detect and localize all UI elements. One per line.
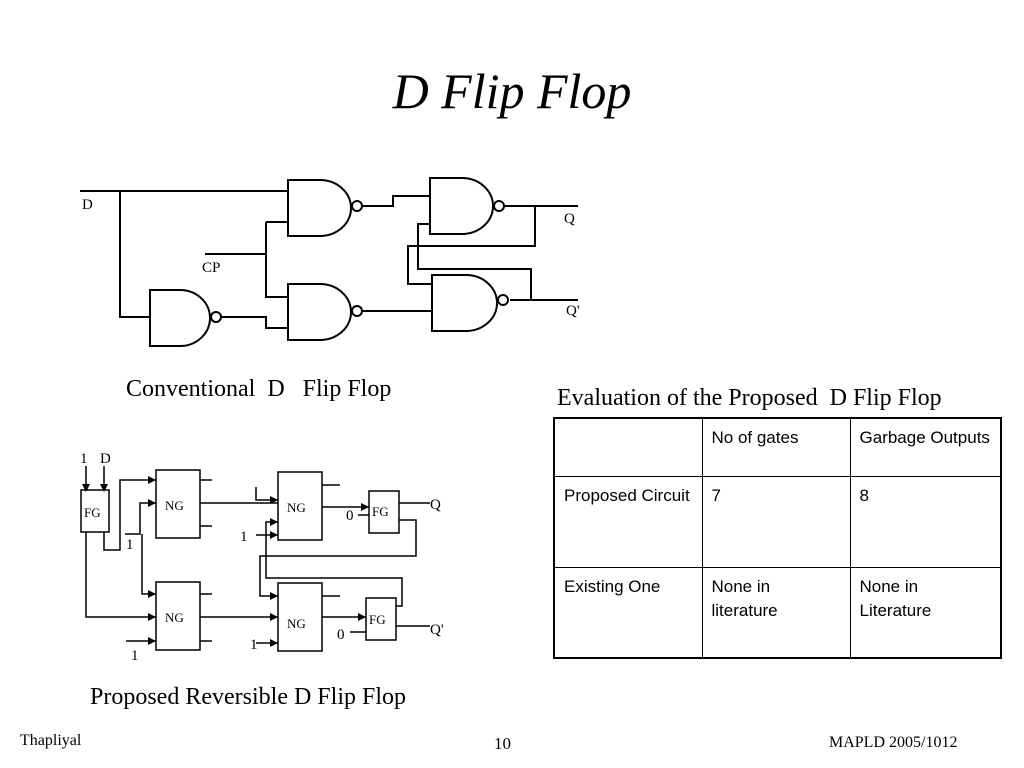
nand-gate-2 bbox=[287, 283, 352, 341]
table-header-cell: No of gates bbox=[701, 417, 851, 477]
label-one-top: 1 bbox=[80, 451, 88, 467]
table-header-row: No of gates Garbage Outputs bbox=[553, 417, 1002, 477]
label-fg-3: FG bbox=[369, 612, 386, 627]
footer-page-number: 10 bbox=[494, 734, 511, 753]
label-q-out: Q bbox=[430, 497, 441, 513]
label-fg-1: FG bbox=[84, 505, 101, 520]
table-header-cell bbox=[553, 417, 703, 477]
label-zero-1: 0 bbox=[346, 508, 354, 524]
wire-q-feedback bbox=[407, 206, 536, 285]
table-cell: Existing One bbox=[553, 566, 703, 659]
label-ng-1: NG bbox=[165, 498, 184, 513]
inverter-bubble-1 bbox=[351, 200, 363, 212]
wire-const-1a bbox=[125, 502, 156, 535]
wire-qbar-feedback bbox=[417, 223, 532, 300]
table-title: Evaluation of the Proposed D Flip Flop bbox=[557, 385, 942, 411]
label-ng-3: NG bbox=[287, 500, 306, 515]
table-cell: 7 bbox=[701, 475, 851, 568]
nand-gate-3 bbox=[149, 289, 211, 347]
wire-q-feedback bbox=[259, 519, 417, 597]
conventional-caption: Conventional D Flip Flop bbox=[126, 376, 392, 402]
wire-nand1-out bbox=[362, 195, 430, 207]
label-qbar-out: Q' bbox=[430, 622, 444, 638]
table-cell: Proposed Circuit bbox=[553, 475, 703, 568]
inverter-bubble-2 bbox=[351, 305, 363, 317]
proposed-caption: Proposed Reversible D Flip Flop bbox=[90, 684, 406, 710]
label-d-top: D bbox=[100, 451, 111, 467]
table-cell: 8 bbox=[849, 475, 1002, 568]
wire-fg-out1 bbox=[85, 532, 156, 618]
ng-gate-3 bbox=[277, 471, 323, 541]
label-d: D bbox=[82, 197, 93, 213]
table-row: Existing One None in literature None in … bbox=[553, 566, 1002, 659]
inverter-bubble-5 bbox=[497, 294, 509, 306]
wire-cp-split bbox=[265, 222, 288, 298]
label-cp: CP bbox=[202, 260, 220, 276]
label-const-1a: 1 bbox=[126, 537, 134, 553]
label-zero-2: 0 bbox=[337, 627, 345, 643]
footer-author: Thapliyal bbox=[20, 732, 82, 749]
label-const-1d: 1 bbox=[250, 637, 258, 653]
label-const-1c: 1 bbox=[240, 529, 248, 545]
slide-title: D Flip Flop bbox=[392, 63, 632, 119]
wire-fg-out2 bbox=[103, 479, 156, 551]
arrow-d-in bbox=[100, 484, 108, 492]
wire-nand3-out bbox=[221, 316, 288, 329]
evaluation-table: No of gates Garbage Outputs Proposed Cir… bbox=[553, 417, 1002, 659]
label-qbar: Q' bbox=[566, 303, 580, 319]
ng-gate-1 bbox=[155, 469, 201, 539]
table-header-cell: Garbage Outputs bbox=[849, 417, 1002, 477]
wire-cp-ng2 bbox=[141, 534, 156, 595]
table-cell: None in literature bbox=[701, 566, 851, 659]
label-fg-2: FG bbox=[372, 504, 389, 519]
ng-gate-2 bbox=[155, 581, 201, 651]
wire-qbar-feedback bbox=[265, 521, 403, 607]
label-ng-4: NG bbox=[287, 616, 306, 631]
label-q: Q bbox=[564, 211, 575, 227]
fg-gate-3 bbox=[365, 597, 397, 641]
fg-gate-1 bbox=[80, 489, 110, 533]
label-const-1b: 1 bbox=[131, 648, 139, 664]
label-ng-2: NG bbox=[165, 610, 184, 625]
inverter-bubble-3 bbox=[210, 311, 222, 323]
nand-gate-1 bbox=[287, 179, 352, 237]
table-cell: None in Literature bbox=[849, 566, 1002, 659]
fg-gate-2 bbox=[368, 490, 400, 534]
arrow-one-in bbox=[82, 484, 90, 492]
nand-gate-4 bbox=[429, 177, 494, 235]
nand-gate-5 bbox=[431, 274, 498, 332]
inverter-bubble-4 bbox=[493, 200, 505, 212]
table-row: Proposed Circuit 7 8 bbox=[553, 475, 1002, 568]
wire-d-to-nand3 bbox=[119, 191, 150, 318]
footer-reference: MAPLD 2005/1012 bbox=[829, 734, 958, 751]
